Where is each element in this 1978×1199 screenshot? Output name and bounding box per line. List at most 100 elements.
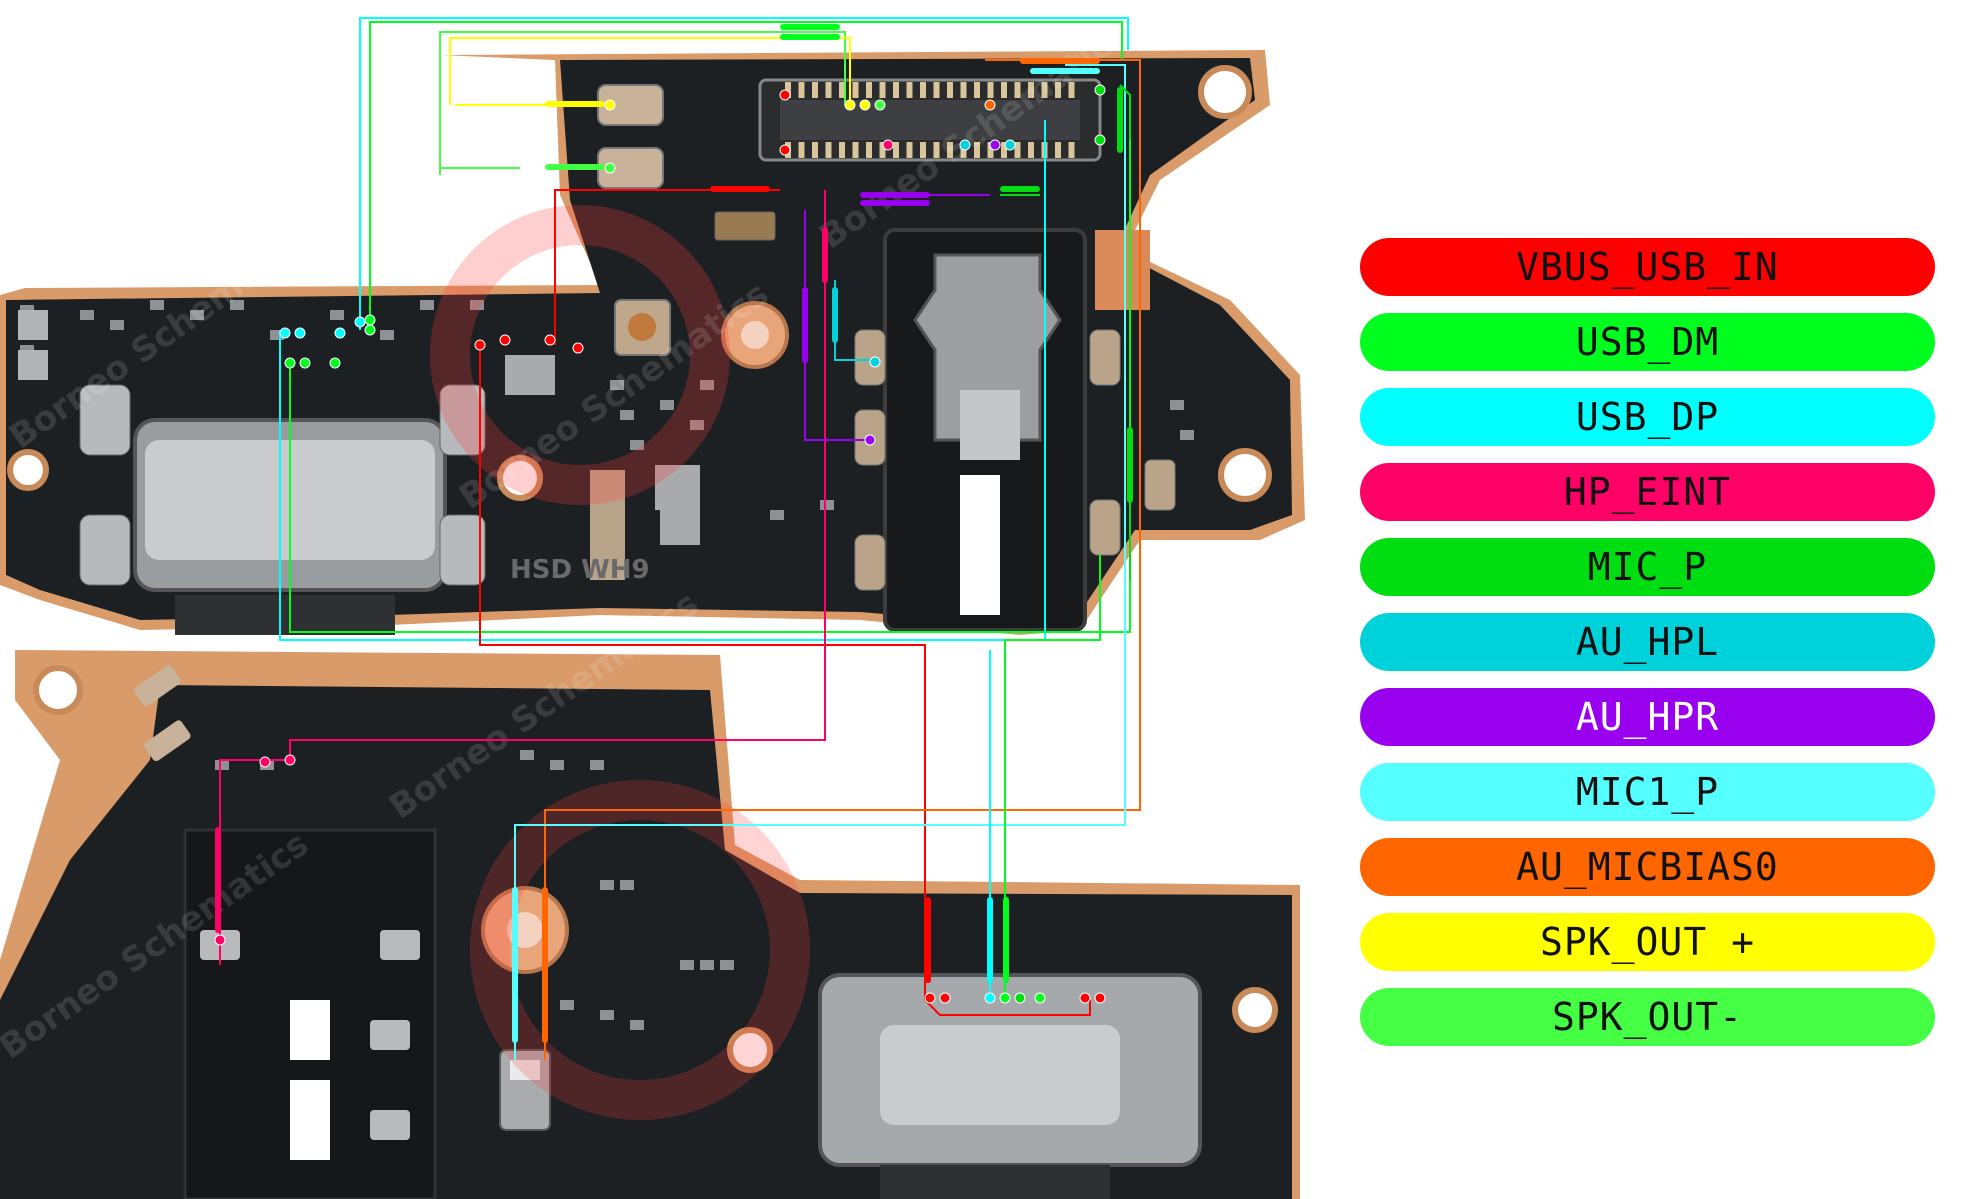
net-trace <box>289 130 1131 633</box>
test-point <box>924 992 936 1004</box>
smd-component <box>700 960 714 970</box>
test-point <box>364 324 376 336</box>
smd-component <box>1170 400 1184 410</box>
test-point <box>284 357 296 369</box>
smd-component <box>630 440 644 450</box>
test-point <box>882 139 894 151</box>
legend-label: MIC1_P <box>1575 770 1720 814</box>
smd-component <box>620 410 634 420</box>
connector-pin <box>893 142 899 158</box>
usb-c-tongue-bottom <box>880 1165 1110 1199</box>
smd-component <box>680 960 694 970</box>
test-point <box>779 144 791 156</box>
test-point <box>604 162 616 174</box>
connector-pin <box>1041 82 1048 98</box>
bottom-board <box>0 650 1300 1199</box>
jack-pad <box>1144 459 1176 511</box>
jack-slot-bottom <box>290 1000 330 1060</box>
test-point <box>604 99 616 111</box>
legend-label: AU_HPL <box>1575 620 1720 664</box>
smd-component <box>630 1020 644 1030</box>
connector-pin <box>1001 142 1007 158</box>
jack-contact-bottom <box>380 930 420 960</box>
jack-slot-bottom <box>290 1080 330 1160</box>
copper-pad-round-inner <box>741 321 769 349</box>
test-point <box>1094 992 1106 1004</box>
net-tag <box>780 34 840 40</box>
test-point <box>779 89 791 101</box>
test-point <box>1094 134 1106 146</box>
usb-shield-tab <box>79 514 131 586</box>
test-point <box>259 756 271 768</box>
net-trace <box>439 31 846 175</box>
connector-pin <box>920 142 926 158</box>
net-tag <box>860 200 930 206</box>
jack-pad <box>854 329 886 386</box>
test-point <box>499 334 511 346</box>
logo-watermark <box>470 780 810 1120</box>
legend-item: MIC1_P <box>1360 763 1935 821</box>
test-point <box>354 316 366 328</box>
test-point <box>329 357 341 369</box>
smd-components-top <box>18 300 1194 520</box>
smd-component <box>190 310 204 320</box>
legend-item: MIC_P <box>1360 538 1935 596</box>
connector-pin <box>1055 142 1061 158</box>
headphone-jack-contact <box>913 253 1062 442</box>
connector-pin <box>906 82 913 98</box>
smd-component <box>550 760 564 770</box>
mount-hole <box>33 665 83 715</box>
legend-item: AU_HPR <box>1360 688 1935 746</box>
legend-item: SPK_OUT- <box>1360 988 1935 1046</box>
connector-pin <box>825 82 832 98</box>
mount-hole <box>1232 987 1278 1033</box>
connector-pin <box>1068 82 1075 98</box>
connector-pin <box>960 82 967 98</box>
connector-pin <box>1055 82 1061 98</box>
connector-pin <box>812 82 818 98</box>
smd-component <box>215 760 229 770</box>
connector-pin <box>920 82 926 98</box>
net-tag <box>1000 186 1040 192</box>
net-tag <box>545 101 605 107</box>
legend-label: AU_MICBIAS0 <box>1516 845 1779 889</box>
net-trace <box>1004 555 1101 1000</box>
smd-component <box>80 310 94 320</box>
connector-pin <box>812 142 818 158</box>
test-point <box>984 992 996 1004</box>
microphone-port <box>510 1060 540 1080</box>
net-trace <box>804 210 870 441</box>
connector-pin <box>947 142 953 158</box>
usb-shield-tab <box>439 384 486 456</box>
jack-contact-bottom <box>370 1110 410 1140</box>
test-point <box>869 356 881 368</box>
connector-pin <box>947 82 953 98</box>
smd-component <box>820 500 834 510</box>
smd-component <box>230 300 244 310</box>
test-point <box>572 342 584 354</box>
antenna-connector-center <box>628 313 656 341</box>
smd-component <box>770 510 784 520</box>
connector-pin <box>879 142 886 158</box>
smd-component <box>110 320 124 330</box>
smd-component <box>18 350 48 380</box>
top-board: HSD WH9 <box>0 50 1305 635</box>
component-block <box>505 355 555 395</box>
test-point <box>1004 139 1016 151</box>
usb-shield-tab <box>439 514 486 586</box>
test-point <box>999 992 1011 1004</box>
legend-label: USB_DP <box>1575 395 1720 439</box>
connector-pin <box>1014 82 1021 98</box>
legend-item: AU_MICBIAS0 <box>1360 838 1935 896</box>
smd-component <box>270 330 284 340</box>
test-point <box>474 339 486 351</box>
component-block <box>655 465 700 510</box>
connector-pin <box>1028 82 1034 98</box>
smd-component <box>560 1000 574 1010</box>
jack-pad <box>1089 499 1121 556</box>
mount-hole <box>1198 65 1252 119</box>
smd-component <box>620 880 634 890</box>
connector-pin <box>852 82 859 98</box>
net-tag <box>545 164 605 170</box>
